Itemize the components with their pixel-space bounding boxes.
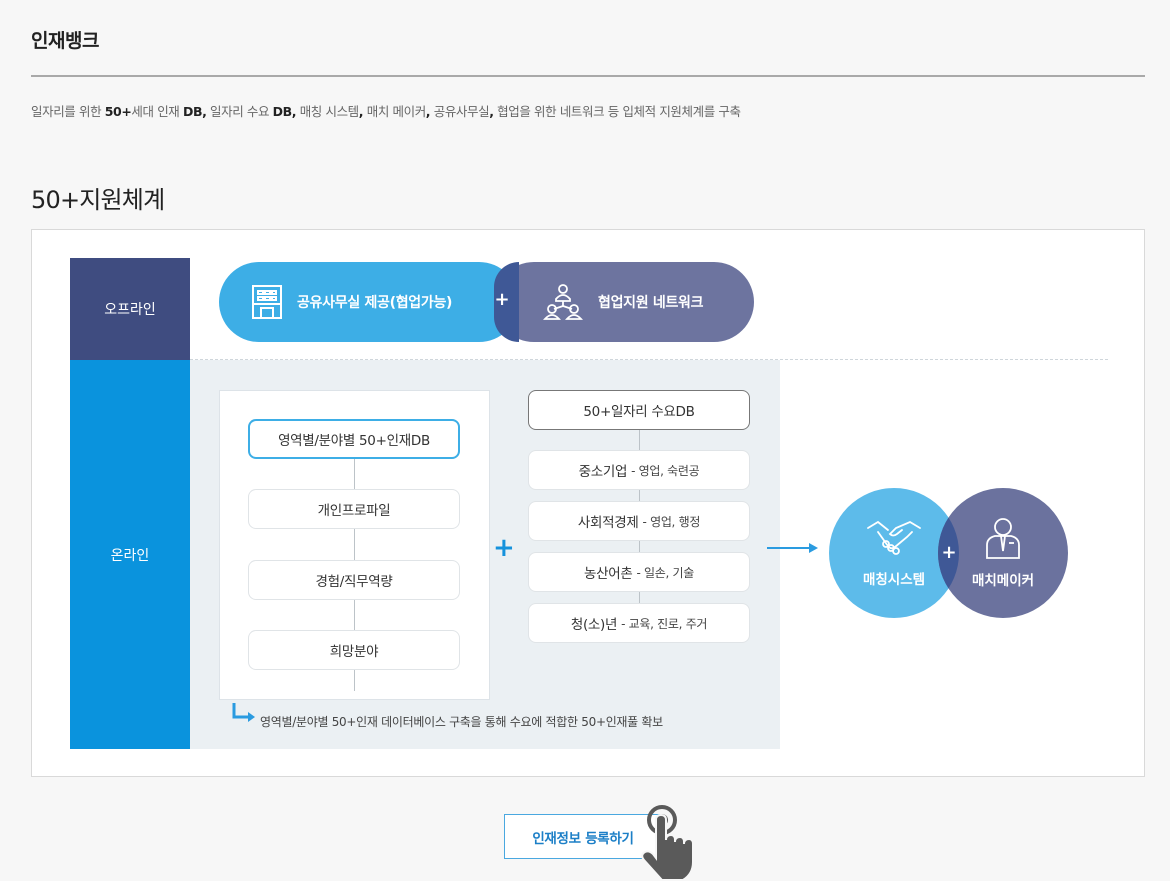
online-row-label: 온라인 (70, 360, 190, 749)
talent-db-node: 희망분야 (248, 630, 460, 670)
jobs-db-node-main: 농산어촌 (583, 566, 633, 582)
jobs-db-node-sub: - 일손, 기술 (636, 565, 695, 580)
jobs-db-node: 청(소)년 - 교육, 진로, 주거 (528, 603, 750, 643)
building-icon (251, 284, 283, 320)
matching-system-circle: 매칭시스템 (829, 488, 959, 618)
corner-arrow-icon (231, 703, 257, 729)
talent-db-node-head: 영역별/분야별 50+인재DB (248, 419, 460, 459)
pill-overlap (494, 262, 519, 342)
description-segment: 일자리 수요 (206, 104, 273, 119)
jobs-db-node-sub: - 영업, 행정 (642, 514, 701, 529)
page-description: 일자리를 위한 50+세대 인재 DB, 일자리 수요 DB, 매칭 시스템, … (31, 101, 741, 120)
row-divider (190, 359, 1108, 360)
network-people-icon (542, 283, 584, 321)
description-segment: , (358, 104, 364, 119)
hand-pointer-icon (636, 804, 700, 881)
description-segment: 50+ (104, 104, 132, 119)
jobs-db-node-sub: - 영업, 숙련공 (631, 463, 700, 478)
description-segment: 협업을 위한 네트워크 등 입체적 지원체계를 구축 (493, 104, 741, 119)
description-segment: , (425, 104, 431, 119)
jobs-db-node-head: 50+일자리 수요DB (528, 390, 750, 430)
description-segment: 매칭 시스템 (296, 104, 359, 119)
talent-db-node: 개인프로파일 (248, 489, 460, 529)
support-system-diagram: 오프라인 온라인 공유사무실 제공(협업가능) 협업지원 네트워크 (31, 229, 1145, 777)
section-title: 50+지원체계 (31, 186, 165, 214)
shared-office-pill: 공유사무실 제공(협업가능) (219, 262, 519, 342)
match-maker-label: 매치메이커 (971, 573, 1035, 589)
match-maker-circle: 매치메이커 (938, 488, 1068, 618)
talent-db-node: 경험/직무역량 (248, 560, 460, 600)
jobs-db-node-sub: - 교육, 진로, 주거 (621, 616, 708, 631)
plus-icon: + (493, 533, 515, 563)
plus-icon: + (494, 289, 510, 310)
description-segment: DB, (182, 104, 207, 119)
description-segment: 공유사무실 (430, 104, 490, 119)
jobs-db-node-main: 청(소)년 (570, 617, 618, 633)
offline-row-label: 오프라인 (70, 258, 190, 360)
description-segment: , (489, 104, 494, 119)
description-segment: 세대 인재 (131, 104, 183, 119)
description-segment: 매치 메이커 (363, 104, 426, 119)
network-pill: 협업지원 네트워크 (494, 262, 754, 342)
title-divider (31, 75, 1145, 77)
jobs-db-node: 중소기업- 영업, 숙련공 (528, 450, 750, 490)
plus-icon: + (941, 542, 957, 563)
matching-system-label: 매칭시스템 (862, 572, 926, 588)
footnote: 영역별/분야별 50+인재 데이터베이스 구축을 통해 수요에 적합한 50+인… (260, 715, 663, 729)
shared-office-label: 공유사무실 제공(협업가능) (297, 295, 453, 311)
network-label: 협업지원 네트워크 (598, 295, 704, 311)
jobs-db-node-main: 사회적경제 (577, 515, 639, 531)
page-title: 인재뱅크 (31, 30, 99, 52)
handshake-icon (866, 518, 922, 562)
jobs-db-node: 사회적경제- 영업, 행정 (528, 501, 750, 541)
jobs-db-node-main: 중소기업 (578, 464, 628, 480)
description-segment: DB, (272, 104, 297, 119)
jobs-db-node: 농산어촌- 일손, 기술 (528, 552, 750, 592)
description-segment: 일자리를 위한 (31, 104, 105, 119)
person-tie-icon (984, 517, 1022, 563)
arrow-right-icon (767, 539, 819, 558)
